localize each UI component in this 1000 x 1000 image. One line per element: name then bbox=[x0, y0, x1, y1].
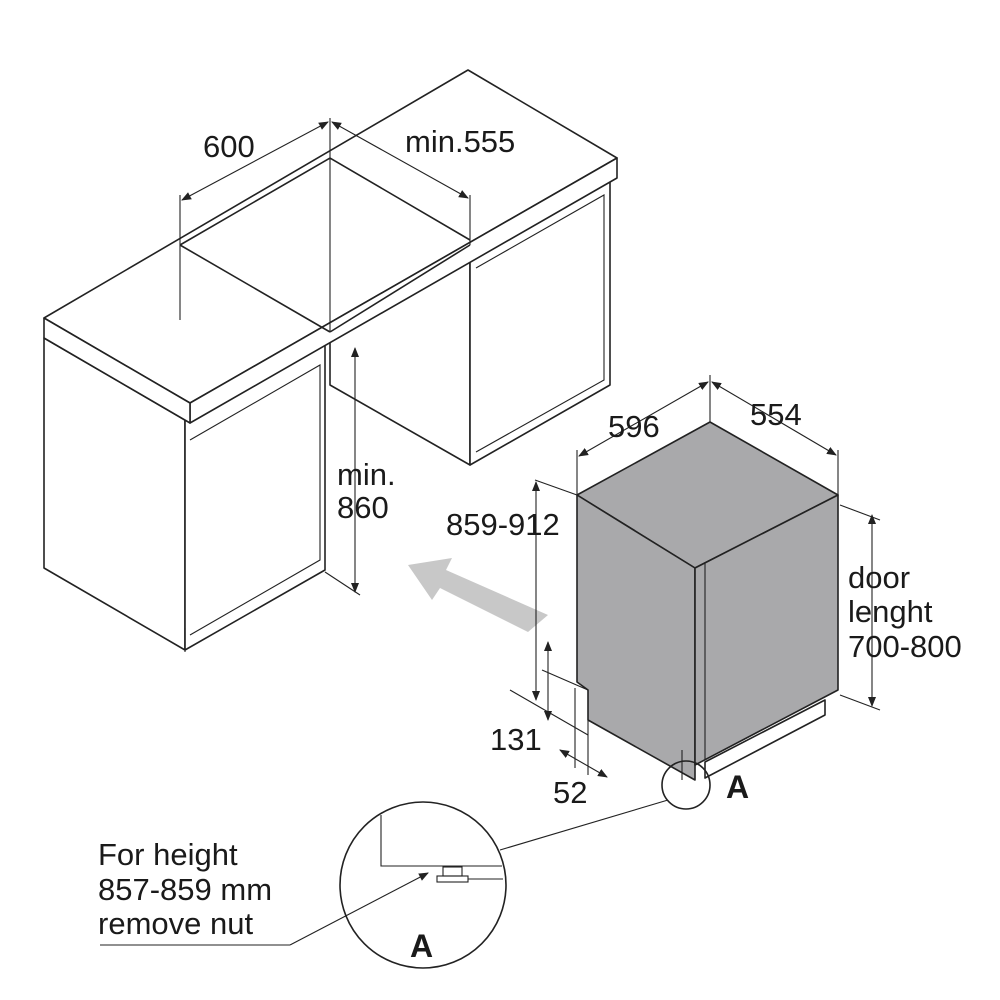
insert-direction-arrow bbox=[408, 558, 548, 632]
cavity-width-label: 600 bbox=[203, 129, 255, 164]
detail-marker-circle bbox=[661, 760, 711, 810]
countertop-side-edge bbox=[43, 317, 191, 424]
appliance-width-label: 596 bbox=[608, 409, 660, 444]
plinth bbox=[704, 699, 826, 779]
appliance-height-label: 859-912 bbox=[446, 507, 560, 542]
kitchen-cabinets bbox=[43, 69, 618, 652]
detail-view-a: A bbox=[100, 801, 507, 969]
plinth-height-label: 131 bbox=[490, 722, 542, 757]
plinth-depth-label: 52 bbox=[553, 775, 587, 810]
note-line-1: For height bbox=[98, 837, 238, 872]
detail-marker-label: A bbox=[726, 769, 749, 805]
door-length-label-2: lenght bbox=[848, 594, 933, 629]
note-line-2: 857-859 mm bbox=[98, 872, 272, 907]
detail-circle bbox=[339, 801, 507, 969]
appliance-depth-label: 554 bbox=[750, 397, 802, 432]
cavity-dimensions: 600 min.555 min. 860 bbox=[179, 118, 515, 596]
dishwasher bbox=[576, 421, 839, 781]
door-length-label-1: door bbox=[848, 560, 910, 595]
appliance-dimensions: 596 554 859-912 door lenght 700-800 131 … bbox=[446, 375, 962, 810]
detail-circle-label: A bbox=[410, 928, 433, 964]
door-length-label-3: 700-800 bbox=[848, 629, 962, 664]
cavity-height-label-1: min. bbox=[337, 457, 396, 492]
note-line-3: remove nut bbox=[98, 906, 253, 941]
cavity-depth-label: min.555 bbox=[405, 124, 515, 159]
left-cabinet-door bbox=[189, 364, 321, 636]
dishwasher-door bbox=[694, 494, 839, 766]
cavity-height-label-2: 860 bbox=[337, 490, 389, 525]
right-cabinet-door bbox=[475, 194, 605, 453]
